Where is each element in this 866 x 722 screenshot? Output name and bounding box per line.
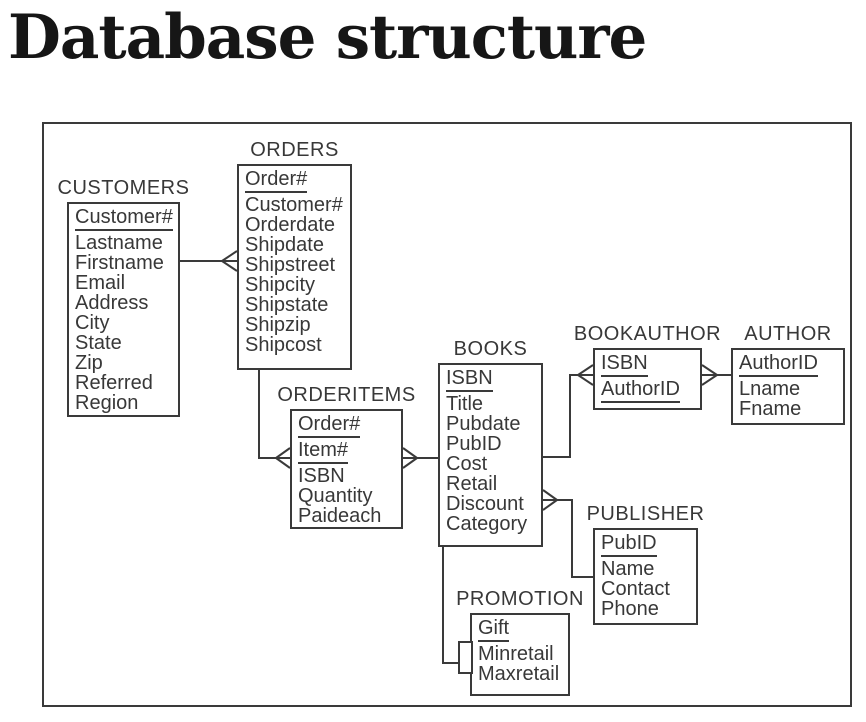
entity-author-title: AUTHOR: [744, 323, 832, 345]
field-region: Region: [75, 392, 139, 414]
entity-promotion-title: PROMOTION: [456, 588, 584, 610]
field-shipcost: Shipcost: [245, 334, 322, 356]
field-isbn: ISBN: [446, 368, 541, 394]
entity-customers-title: CUSTOMERS: [57, 177, 190, 199]
field-shipstate: Shipstate: [245, 294, 329, 316]
field-shipcity: Shipcity: [245, 274, 316, 296]
field-discount: Discount: [446, 493, 524, 515]
field-shipzip: Shipzip: [245, 314, 311, 336]
field-category: Category: [446, 513, 528, 535]
field-customernum: Customer#: [75, 207, 178, 233]
field-cost: Cost: [446, 453, 488, 475]
field-email: Email: [75, 272, 126, 294]
field-orderdate: Orderdate: [245, 214, 336, 236]
field-minretail: Minretail: [478, 643, 554, 665]
entity-publisher-title: PUBLISHER: [586, 503, 705, 525]
field-retail: Retail: [446, 473, 498, 495]
field-quantity: Quantity: [298, 485, 373, 507]
field-paideach: Paideach: [298, 505, 382, 527]
field-zip: Zip: [75, 352, 103, 374]
field-shipstreet: Shipstreet: [245, 254, 336, 276]
field-fname: Fname: [739, 398, 802, 420]
field-isbn: ISBN: [298, 465, 345, 487]
entity-orderitems-title: ORDERITEMS: [277, 384, 416, 406]
field-pubid: PubID: [601, 533, 696, 559]
entity-books-title: BOOKS: [453, 338, 528, 360]
field-firstname: Firstname: [75, 252, 164, 274]
field-contact: Contact: [601, 578, 670, 600]
field-ordernum: Order#: [298, 414, 401, 440]
field-gift: Gift: [478, 618, 568, 644]
field-lname: Lname: [739, 378, 801, 400]
field-city: City: [75, 312, 110, 334]
field-state: State: [75, 332, 122, 354]
entity-orders-title: ORDERS: [250, 139, 339, 161]
page-title: Database structure: [8, 2, 647, 73]
field-pubdate: Pubdate: [446, 413, 521, 435]
field-pubid: PubID: [446, 433, 502, 455]
field-isbn: ISBN: [601, 353, 700, 379]
field-shipdate: Shipdate: [245, 234, 324, 256]
field-ordernum: Order#: [245, 169, 350, 195]
field-customernum: Customer#: [245, 194, 343, 216]
field-maxretail: Maxretail: [478, 663, 560, 685]
field-authorid: AuthorID: [739, 353, 843, 379]
field-lastname: Lastname: [75, 232, 163, 254]
field-referred: Referred: [75, 372, 153, 394]
field-address: Address: [75, 292, 149, 314]
field-itemnum: Item#: [298, 440, 401, 466]
field-phone: Phone: [601, 598, 659, 620]
field-authorid: AuthorID: [601, 379, 700, 405]
entity-bookauthor-title: BOOKAUTHOR: [573, 323, 722, 345]
field-title: Title: [446, 393, 484, 415]
field-name: Name: [601, 558, 655, 580]
